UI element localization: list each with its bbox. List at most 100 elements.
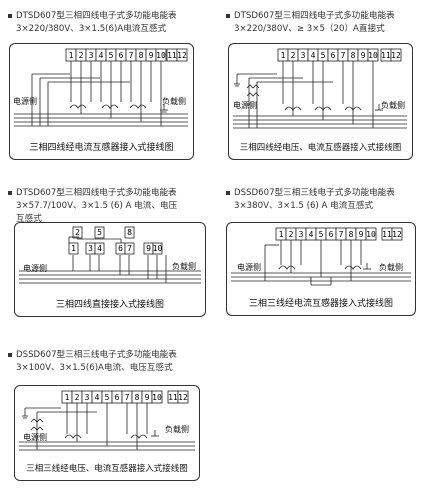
terminal-number: 5 <box>105 393 110 402</box>
diagram-title: 三相四线经电压、电流互感器接入式接线图 <box>239 143 402 153</box>
terminal-number: 6 <box>329 230 334 239</box>
terminal-box <box>68 242 79 255</box>
bullet-icon <box>8 190 12 195</box>
terminal-number: 5 <box>321 51 326 60</box>
terminal-number: 4 <box>99 51 104 60</box>
terminal-number: 5 <box>109 51 114 60</box>
terminal-number: 3 <box>88 244 93 253</box>
terminal-number: 12 <box>392 230 402 239</box>
source-side-label: 电源侧 <box>237 263 261 272</box>
terminal-number: 7 <box>339 230 344 239</box>
diagram-title: 三相四线经电流互感器接入式接线图 <box>29 143 174 153</box>
terminal-number: 8 <box>349 230 354 239</box>
bullet-icon <box>226 190 230 195</box>
terminal-box <box>365 227 377 241</box>
caption-1: DTSD607型三相四线电子式多功能电能表 3×220/380V、3×1.5(6… <box>8 10 177 36</box>
terminal-number: 3 <box>299 230 304 239</box>
terminal-number: 2 <box>291 51 296 60</box>
terminal-number: 7 <box>341 51 346 60</box>
terminal-number: 2 <box>289 230 294 239</box>
terminal-number: 8 <box>135 393 140 402</box>
terminal-number: 7 <box>125 393 130 402</box>
terminal-number: 6 <box>331 51 336 60</box>
terminal-number: 7 <box>127 244 132 253</box>
terminal-number: 11 <box>167 51 177 60</box>
load-side-label: 负载侧 <box>381 101 405 110</box>
terminal-number: 3 <box>301 51 306 60</box>
terminal-number: 4 <box>309 230 314 239</box>
terminal-number: 4 <box>97 244 102 253</box>
terminal-number: 12 <box>391 51 401 60</box>
terminal-number: 12 <box>177 51 187 60</box>
terminal-box <box>390 48 402 62</box>
terminal-number: 1 <box>279 230 284 239</box>
terminal-number: 1 <box>281 51 286 60</box>
terminal-number: 4 <box>95 393 100 402</box>
terminal-number: 6 <box>118 244 123 253</box>
terminal-number: 2 <box>75 228 80 237</box>
terminal-number: 8 <box>351 51 356 60</box>
terminal-number: 12 <box>178 393 188 402</box>
terminal-number: 5 <box>319 230 324 239</box>
terminal-box <box>152 242 163 255</box>
terminal-box <box>177 390 189 404</box>
terminal-number: 9 <box>361 51 366 60</box>
terminal-number: 3 <box>85 393 90 402</box>
terminal-number: 6 <box>115 393 120 402</box>
terminal-box <box>391 227 403 241</box>
terminal-number: 11 <box>381 51 391 60</box>
terminal-number: 9 <box>359 230 364 239</box>
diagram-title: 三相三线经电流互感器接入式接线图 <box>248 299 393 309</box>
terminal-number: 10 <box>156 51 166 60</box>
terminal-box <box>124 226 135 239</box>
terminal-box <box>151 390 163 404</box>
source-side-label: 电源侧 <box>233 101 257 110</box>
terminal-number: 8 <box>127 228 132 237</box>
caption-2: DTSD607型三相四线电子式多功能电能表 3×220/380V、≥ 3×5（2… <box>226 10 395 36</box>
bullet-icon <box>8 13 12 18</box>
terminal-box <box>72 226 83 239</box>
terminal-number: 6 <box>119 51 124 60</box>
terminal-number: 5 <box>97 228 102 237</box>
terminal-number: 11 <box>168 393 178 402</box>
terminal-box <box>176 48 188 62</box>
source-side-label: 电源侧 <box>13 97 37 106</box>
terminal-number: 4 <box>311 51 316 60</box>
terminal-number: 8 <box>139 51 144 60</box>
terminal-number: 11 <box>382 230 392 239</box>
terminal-number: 7 <box>129 51 134 60</box>
terminal-number: 10 <box>153 244 163 253</box>
load-side-label: 负载侧 <box>172 262 196 271</box>
terminal-box <box>94 242 105 255</box>
terminal-box <box>124 242 135 255</box>
diagram-title: 三相三线经电压、电流互感器接入式接线图 <box>26 464 188 474</box>
terminal-number: 3 <box>89 51 94 60</box>
caption-4: DSSD607型三相三线电子式多功能电能表 3×380V、3×1.5 (6) A… <box>226 187 395 213</box>
bullet-icon <box>8 352 12 357</box>
terminal-number: 9 <box>146 244 151 253</box>
terminal-number: 10 <box>366 230 376 239</box>
terminal-number: 9 <box>149 51 154 60</box>
load-side-label: 负载侧 <box>162 97 186 106</box>
terminal-number: 1 <box>69 51 74 60</box>
terminal-number: 2 <box>75 393 80 402</box>
caption-5: DSSD607型三相三线电子式多功能电能表 3×100V、3×1.5(6)A电流… <box>8 349 177 375</box>
load-side-label: 负载侧 <box>165 425 189 434</box>
terminal-number: 10 <box>152 393 162 402</box>
source-side-label: 电源侧 <box>23 433 47 442</box>
terminal-number: 1 <box>65 393 70 402</box>
terminal-box <box>94 226 105 239</box>
diagram-title: 三相四线直接接入式接线图 <box>55 300 164 310</box>
caption-3: DTSD607型三相四线电子式多功能电能表 3×57.7/100V、3×1.5 … <box>8 187 177 226</box>
terminal-number: 1 <box>71 244 76 253</box>
